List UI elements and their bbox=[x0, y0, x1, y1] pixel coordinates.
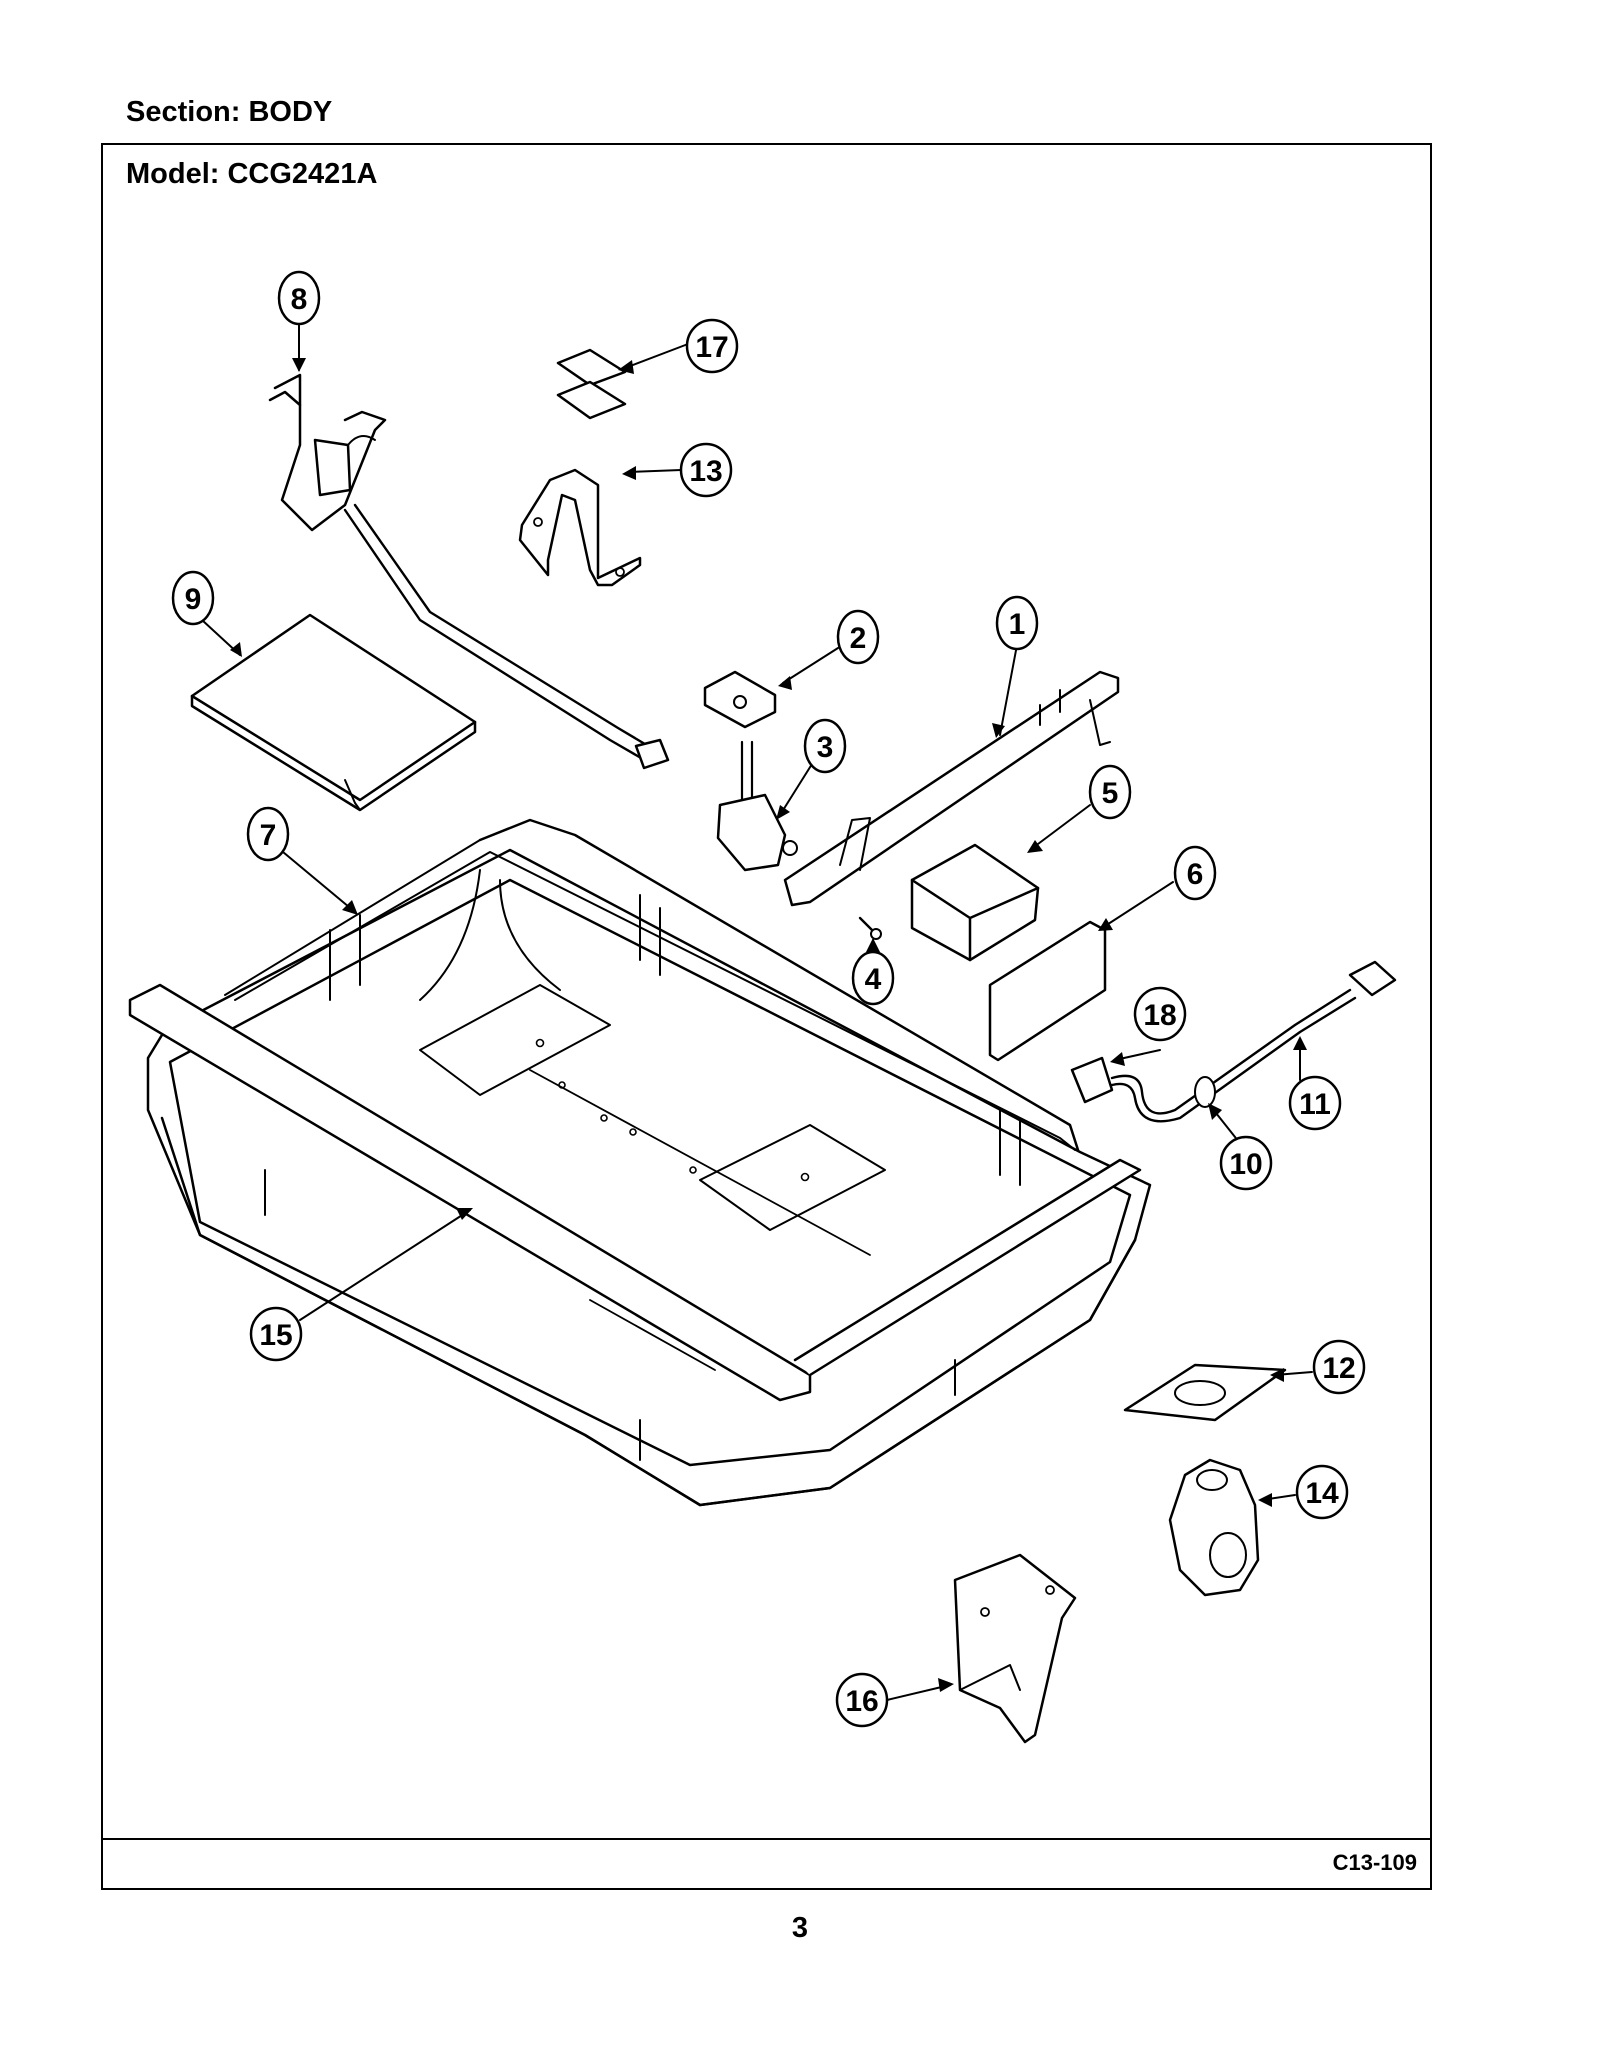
svg-text:4: 4 bbox=[865, 963, 882, 996]
svg-text:13: 13 bbox=[689, 455, 722, 488]
diagram-frame bbox=[101, 143, 1432, 1890]
part-15-trim-strip bbox=[128, 983, 1142, 1402]
part-1-manifold-rail bbox=[783, 670, 1120, 907]
part-6-mounting-plate bbox=[988, 920, 1107, 1062]
svg-text:2: 2 bbox=[850, 622, 867, 655]
callout-3: 3 bbox=[803, 718, 847, 774]
svg-text:16: 16 bbox=[845, 1685, 878, 1718]
part-12-gasket bbox=[1123, 1363, 1287, 1422]
svg-text:9: 9 bbox=[185, 583, 202, 616]
callout-11: 11 bbox=[1288, 1075, 1342, 1131]
svg-text:3: 3 bbox=[817, 731, 834, 764]
svg-text:1: 1 bbox=[1009, 608, 1026, 641]
callout-13: 13 bbox=[679, 442, 733, 498]
svg-text:12: 12 bbox=[1322, 1352, 1355, 1385]
footer-divider bbox=[101, 1838, 1432, 1840]
callout-6: 6 bbox=[1173, 845, 1217, 901]
svg-text:7: 7 bbox=[260, 819, 277, 852]
part-18-10-11-power-cord bbox=[1070, 960, 1397, 1123]
svg-text:6: 6 bbox=[1187, 858, 1204, 891]
part-17-pads bbox=[556, 348, 627, 420]
callout-15: 15 bbox=[249, 1306, 303, 1362]
svg-text:10: 10 bbox=[1229, 1148, 1262, 1181]
callout-9: 9 bbox=[171, 570, 215, 626]
callout-10: 10 bbox=[1219, 1135, 1273, 1191]
part-4-screw bbox=[858, 916, 882, 940]
svg-text:17: 17 bbox=[695, 331, 728, 364]
svg-text:18: 18 bbox=[1143, 999, 1176, 1032]
callout-14: 14 bbox=[1295, 1464, 1349, 1520]
svg-text:5: 5 bbox=[1102, 777, 1119, 810]
callout-4: 4 bbox=[851, 950, 895, 1006]
callout-arrowheads bbox=[230, 358, 1307, 1692]
callout-5: 5 bbox=[1088, 764, 1132, 820]
section-title: Section: BODY bbox=[126, 96, 333, 128]
callout-12: 12 bbox=[1312, 1339, 1366, 1395]
part-16-bracket bbox=[953, 1553, 1077, 1744]
part-14-regulator bbox=[1168, 1458, 1260, 1597]
svg-text:14: 14 bbox=[1305, 1477, 1339, 1510]
callout-16: 16 bbox=[835, 1672, 889, 1728]
part-8-valve-bracket bbox=[268, 373, 670, 770]
svg-text:8: 8 bbox=[291, 283, 308, 316]
callout-1: 1 bbox=[995, 595, 1039, 651]
model-title: Model: CCG2421A bbox=[126, 158, 378, 190]
callout-8: 8 bbox=[277, 270, 321, 326]
callout-17: 17 bbox=[685, 318, 739, 374]
part-5-ignition-module bbox=[910, 843, 1040, 962]
callout-18: 18 bbox=[1133, 986, 1187, 1042]
svg-text:11: 11 bbox=[1299, 1088, 1331, 1121]
part-3-electrode bbox=[716, 740, 798, 872]
callout-7: 7 bbox=[246, 806, 290, 862]
part-9-panel bbox=[190, 613, 477, 812]
figure-code: C13-109 bbox=[1332, 1850, 1417, 1875]
callout-2: 2 bbox=[836, 609, 880, 665]
page-number: 3 bbox=[791, 1912, 809, 1944]
part-2-clip bbox=[703, 670, 777, 729]
svg-text:15: 15 bbox=[259, 1319, 292, 1352]
part-13-bracket bbox=[518, 468, 642, 587]
part-7-body-tray bbox=[146, 818, 1152, 1507]
